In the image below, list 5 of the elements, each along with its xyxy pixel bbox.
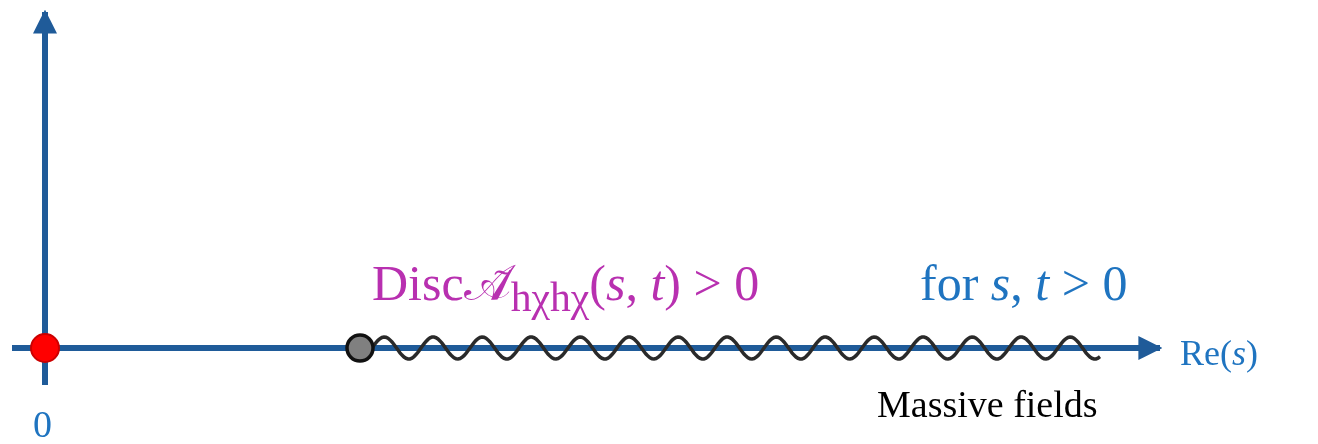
origin-label: 0 (33, 405, 52, 443)
inequality-formula: Disc𝒜̃$_{hχhχ}$(s, t) > 0 (372, 258, 760, 319)
annotation-text: Massive fields (877, 385, 1098, 423)
condition-text: for s, t > 0 (920, 258, 1128, 308)
axis-label: Re(s) (1180, 335, 1258, 371)
